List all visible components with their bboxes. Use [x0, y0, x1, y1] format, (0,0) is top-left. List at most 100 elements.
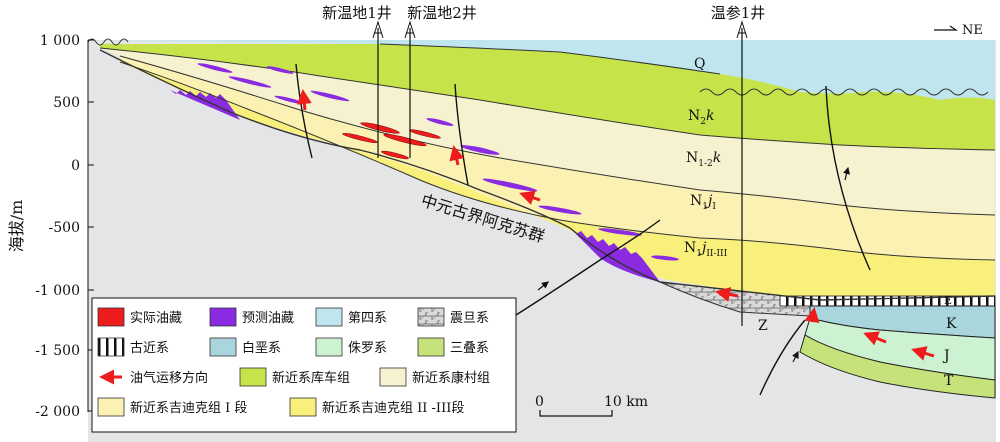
legend-item: 古近系: [97, 337, 169, 357]
legend-label: 侏罗系: [348, 341, 387, 356]
legend-label: 实际油藏: [130, 311, 182, 326]
reservoir-actual-5: [381, 150, 409, 160]
fault-1: [295, 63, 313, 159]
legend-label: 三叠系: [450, 341, 489, 356]
reservoir-pred-7: [460, 145, 500, 155]
reservoir-pred-8: [482, 178, 538, 192]
y-tick-label-500: 500: [53, 95, 80, 111]
y-tick-label-m2000: -2 000: [35, 404, 80, 420]
legend-label: 新近系康村组: [412, 370, 490, 386]
legend-label: 新近系库车组: [272, 370, 350, 386]
legend-label: 古近系: [130, 341, 169, 356]
migration-arrow-1: [296, 89, 312, 111]
migration-arrow-4: [715, 286, 739, 302]
label-k: K: [946, 316, 957, 332]
predicted-basal-edge-2: [570, 228, 660, 282]
predicted-basal-edge: [170, 90, 240, 120]
direction-arrow-icon: [934, 25, 958, 31]
y-tick-label-m500: -500: [49, 220, 80, 236]
legend-item: 白垩系: [209, 337, 281, 357]
legend-item: 侏罗系: [315, 337, 387, 357]
legend-swatch: [209, 337, 237, 357]
unconformity-right: [699, 88, 989, 96]
fault-arrow-1: [537, 281, 549, 291]
label-n2k: N2k: [688, 108, 714, 127]
legend-item: 实际油藏: [97, 307, 182, 327]
reservoir-pred-2: [228, 76, 272, 88]
migration-arrow-5: [804, 307, 820, 324]
legend-label: 第四系: [348, 311, 387, 326]
paleogene-strip: [779, 295, 996, 307]
scale-zero: 0: [535, 394, 544, 410]
reservoir-pred-11: [651, 255, 679, 261]
legend-swatch: [315, 337, 343, 357]
fault-4: [504, 219, 661, 323]
reservoir-pred-6: [426, 118, 454, 126]
sinian-wedge: [659, 281, 821, 317]
legend-item: 第四系: [315, 307, 387, 327]
y-tick-label-0: 0: [71, 158, 80, 174]
legend-swatch: [97, 307, 125, 327]
migration-arrows: [296, 89, 935, 361]
triassic-layer: [799, 334, 996, 399]
boundary-jidike1-jidike23: [119, 61, 996, 261]
well-label-3: 温参1井: [711, 4, 766, 22]
label-t: T: [944, 373, 954, 389]
legend-label: 白垩系: [242, 340, 281, 356]
label-n1j23: N1jII-III: [684, 240, 728, 259]
quaternary-layer: [100, 40, 995, 100]
label-n12k: N1-2k: [686, 150, 721, 169]
scale-ten: 10 km: [604, 394, 648, 410]
legend-swatch: [417, 337, 445, 357]
label-j: J: [942, 348, 950, 364]
well-2: [404, 20, 416, 158]
reservoir-pred-9: [538, 205, 582, 215]
y-tick-label-1000: 1 000: [40, 33, 80, 49]
predicted-reservoirs: [197, 63, 679, 261]
actual-reservoirs: [342, 122, 441, 160]
legend-swatch: [289, 397, 317, 417]
reservoir-actual-2: [383, 133, 427, 147]
legend-item: 油气运移方向: [99, 369, 208, 386]
y-tick-label-m1000: -1 000: [35, 283, 80, 299]
reservoir-actual-1: [360, 122, 400, 134]
well-label-1: 新温地1井: [322, 4, 392, 22]
migration-arrow-2: [449, 145, 465, 166]
basement-surface: [99, 49, 996, 301]
well-3: [736, 20, 748, 326]
legend-swatch: [379, 367, 407, 387]
legend-label: 油气运移方向: [130, 370, 208, 386]
legend-label: 新近系吉迪克组 II -III段: [322, 400, 464, 416]
well-1: [372, 20, 384, 158]
y-tick-label-m1500: -1 500: [35, 343, 80, 359]
fault-5: [759, 319, 806, 396]
reservoir-pred-10: [598, 228, 642, 236]
legend-swatch: [417, 307, 445, 327]
legend-label: 预测油藏: [242, 311, 294, 326]
legend: 实际油藏预测油藏第四系震旦系古近系白垩系侏罗系三叠系油气运移方向新近系库车组新近…: [91, 297, 517, 433]
legend-swatch: [97, 397, 125, 417]
unconformity-top: [87, 38, 129, 46]
scale-bar: 0 10 km: [535, 394, 648, 417]
reservoir-pred-4: [310, 90, 350, 102]
kuqa-formation: [100, 44, 995, 150]
jidike-23-formation: [110, 58, 995, 300]
boundary-kangcun-jidike1: [119, 55, 996, 216]
migration-arrow-7: [911, 346, 935, 361]
legend-item: 新近系吉迪克组 I 段: [97, 397, 247, 417]
legend-label: 震旦系: [450, 311, 489, 326]
label-z: Z: [758, 318, 768, 334]
direction-label: NE: [962, 23, 983, 38]
label-e: E: [944, 294, 952, 307]
fault-arrow-2: [843, 166, 851, 181]
legend-item: 新近系康村组: [379, 367, 490, 387]
label-n1j1: N1jI: [690, 193, 716, 212]
legend-swatch: [315, 307, 343, 327]
legend-swatch: [97, 337, 125, 357]
reservoir-pred-1: [197, 63, 233, 73]
boundary-q-kuqa: [379, 43, 721, 75]
well-label-2: 新温地2井: [407, 4, 477, 22]
migration-arrow-6: [863, 331, 887, 346]
fault-2: [454, 83, 469, 186]
